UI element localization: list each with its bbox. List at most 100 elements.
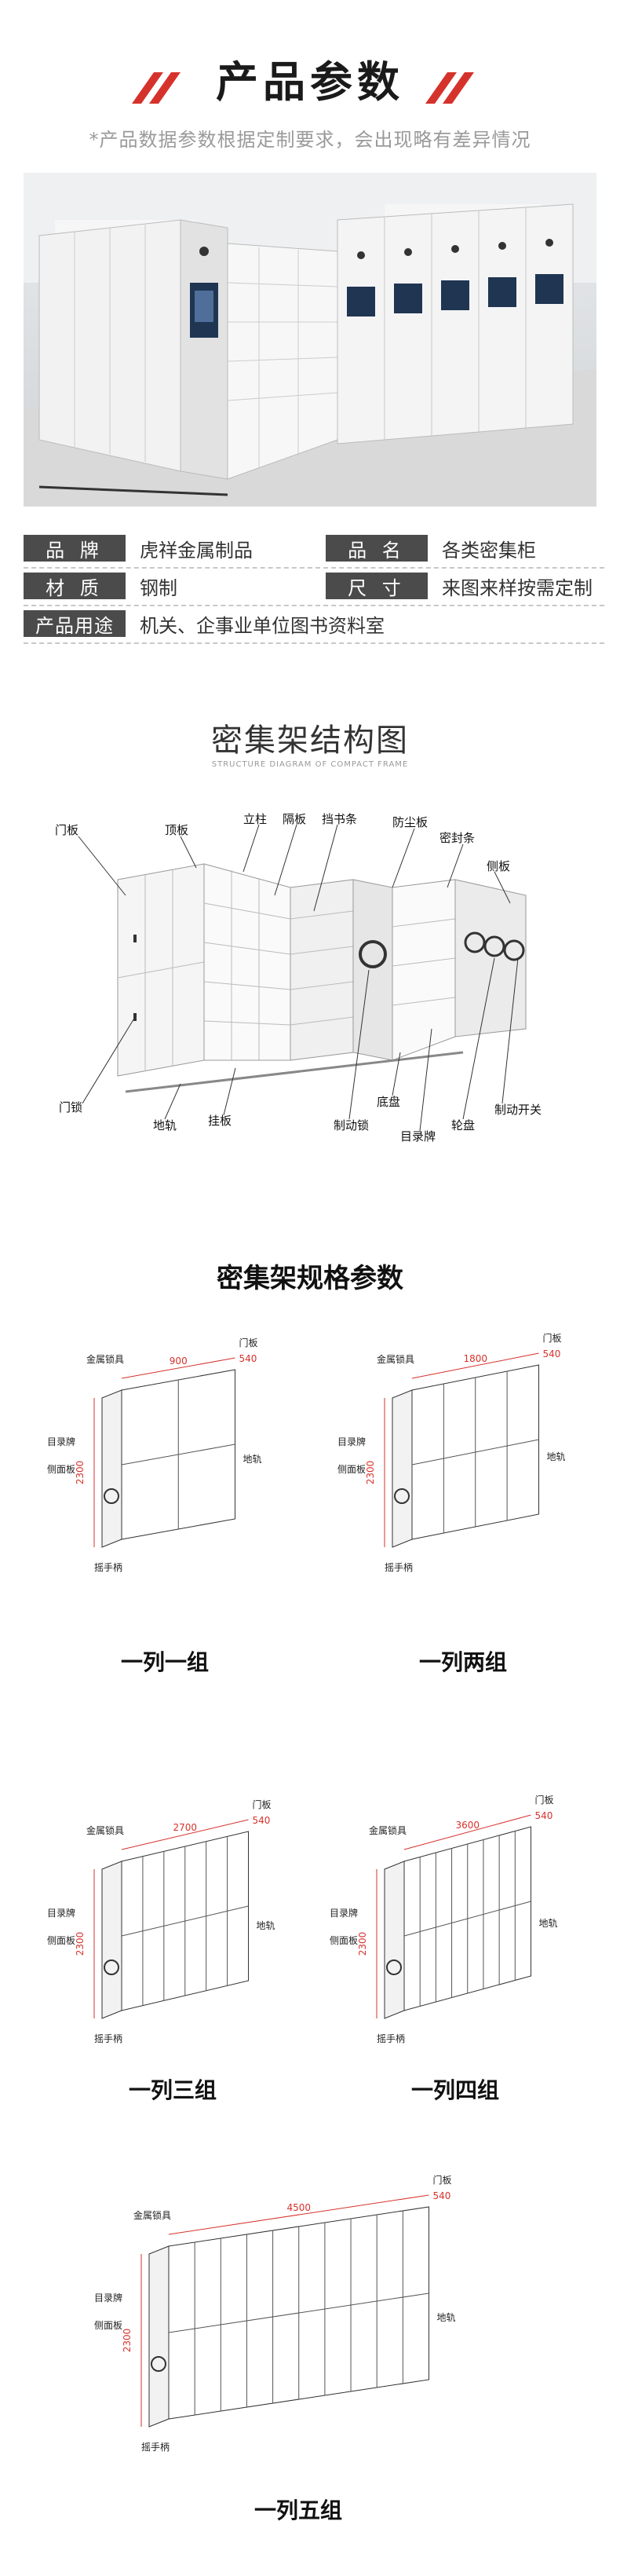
structure-diagram: 门板 顶板 立柱 隔板 挡书条 防尘板 密封条 侧板 门锁 地轨 挂板 制动锁 …: [24, 801, 596, 1154]
door-seam: [403, 1901, 531, 1937]
label-side: 侧面板: [47, 1935, 75, 1946]
side-panel: [148, 2245, 170, 2428]
handle-wheel-icon: [151, 2356, 166, 2372]
dim-width: 1800: [463, 1353, 487, 1364]
label-wheel-disc: 轮盘: [451, 1118, 475, 1132]
spec-caption: 一列两组: [418, 1649, 507, 1675]
param-material: 材 质 钢制: [24, 572, 177, 600]
label-brake-lock: 制动锁: [334, 1118, 369, 1132]
handle-wheel-icon: [394, 1488, 410, 1504]
side-panel: [392, 1389, 413, 1548]
label-seal-strip: 密封条: [439, 831, 475, 845]
param-size: 尺 寸 来图来样按需定制: [326, 572, 593, 600]
label-door: 门板: [433, 2175, 452, 2186]
label-rail: 地轨: [547, 1451, 566, 1462]
label-door: 门板: [239, 1337, 258, 1348]
label-catalog: 目录牌: [330, 1908, 358, 1919]
label-lock: 金属锁具: [369, 1824, 407, 1836]
param-usage: 产品用途 机关、企事业单位图书资料室: [24, 609, 385, 638]
dim-height: 2300: [122, 2329, 133, 2353]
label-dust-panel: 防尘板: [392, 815, 428, 829]
dim-width: 3600: [455, 1820, 480, 1831]
label-handle: 摇手柄: [377, 2033, 405, 2044]
label-door: 门板: [253, 1798, 272, 1810]
spec-caption: 一列一组: [120, 1649, 209, 1675]
param-value: 来图来样按需定制: [442, 576, 593, 599]
page-title-wrap: 产品参数: [0, 47, 620, 109]
label-side-panel: 侧板: [487, 859, 510, 873]
door-seam: [121, 1444, 235, 1465]
label-lock: 金属锁具: [86, 1353, 124, 1365]
dim-height: 2300: [365, 1461, 376, 1485]
label-catalog: 目录牌: [94, 2292, 122, 2303]
label-chassis: 底盘: [377, 1095, 400, 1109]
label-door: 门板: [535, 1794, 554, 1806]
door-seam: [121, 1905, 249, 1937]
label-door-lock: 门锁: [59, 1100, 82, 1114]
label-handle: 摇手柄: [94, 1562, 122, 1573]
structure-subtitle: STRUCTURE DIAGRAM OF COMPACT FRAME: [211, 760, 409, 769]
param-label: 产品用途: [24, 610, 126, 637]
dim-line: [411, 1352, 539, 1379]
dim-width: 2700: [173, 1822, 197, 1833]
label-column: 立柱: [243, 812, 267, 826]
handle-wheel-icon: [104, 1488, 119, 1504]
page-title: 产品参数: [216, 57, 404, 107]
label-lock: 金属锁具: [86, 1824, 124, 1836]
label-catalog: 目录牌: [47, 1908, 75, 1919]
label-rail: 地轨: [539, 1918, 558, 1929]
param-brand: 品 牌 虎祥金属制品: [24, 534, 253, 562]
label-handle: 摇手柄: [385, 1562, 413, 1573]
label-top-panel: 顶板: [165, 823, 188, 837]
param-value: 钢制: [140, 576, 177, 599]
label-side: 侧面板: [330, 1935, 358, 1946]
param-value: 机关、企事业单位图书资料室: [140, 614, 385, 637]
label-handle: 摇手柄: [94, 2033, 122, 2044]
side-panel: [101, 1861, 122, 2019]
param-label: 尺 寸: [326, 573, 428, 599]
dim-depth: 540: [543, 1348, 561, 1359]
divider: [24, 567, 604, 569]
spec-caption: 一列五组: [253, 2497, 342, 2523]
spec-caption: 一列三组: [128, 2077, 217, 2103]
dim-height: 2300: [75, 1932, 86, 1956]
dim-height: 2300: [357, 1932, 368, 1956]
label-door-panel: 门板: [55, 823, 78, 837]
label-rail: 地轨: [257, 1920, 275, 1931]
side-panel: [384, 1861, 405, 2019]
label-hanging-board: 挂板: [208, 1114, 232, 1128]
spec-caption: 一列四组: [410, 2077, 499, 2103]
door-seam: [168, 2292, 429, 2333]
dim-width: 4500: [286, 2202, 311, 2213]
param-label: 品 名: [326, 535, 428, 562]
dim-line: [121, 1357, 235, 1379]
label-handle: 摇手柄: [141, 2442, 170, 2453]
product-photo: [24, 173, 596, 507]
divider: [24, 605, 604, 606]
handle-wheel-icon: [386, 1959, 402, 1975]
handle-wheel-icon: [104, 1959, 119, 1975]
label-partition: 隔板: [283, 812, 306, 826]
param-name: 品 名 各类密集柜: [326, 534, 536, 562]
page-subtitle: *产品数据参数根据定制要求，会出现略有差异情况: [89, 129, 531, 151]
label-book-stop: 挡书条: [322, 812, 357, 826]
label-side: 侧面板: [337, 1464, 366, 1475]
label-catalog: 目录牌: [47, 1436, 75, 1447]
label-rail: 地轨: [243, 1454, 262, 1465]
specs-title: 密集架规格参数: [217, 1263, 403, 1294]
side-panel: [101, 1389, 122, 1548]
structure-title: 密集架结构图: [211, 723, 409, 759]
label-brake-switch: 制动开关: [494, 1103, 542, 1117]
dim-line: [168, 2194, 429, 2235]
label-lock: 金属锁具: [377, 1353, 414, 1365]
param-label: 材 质: [24, 573, 126, 599]
dim-height: 2300: [75, 1461, 86, 1485]
